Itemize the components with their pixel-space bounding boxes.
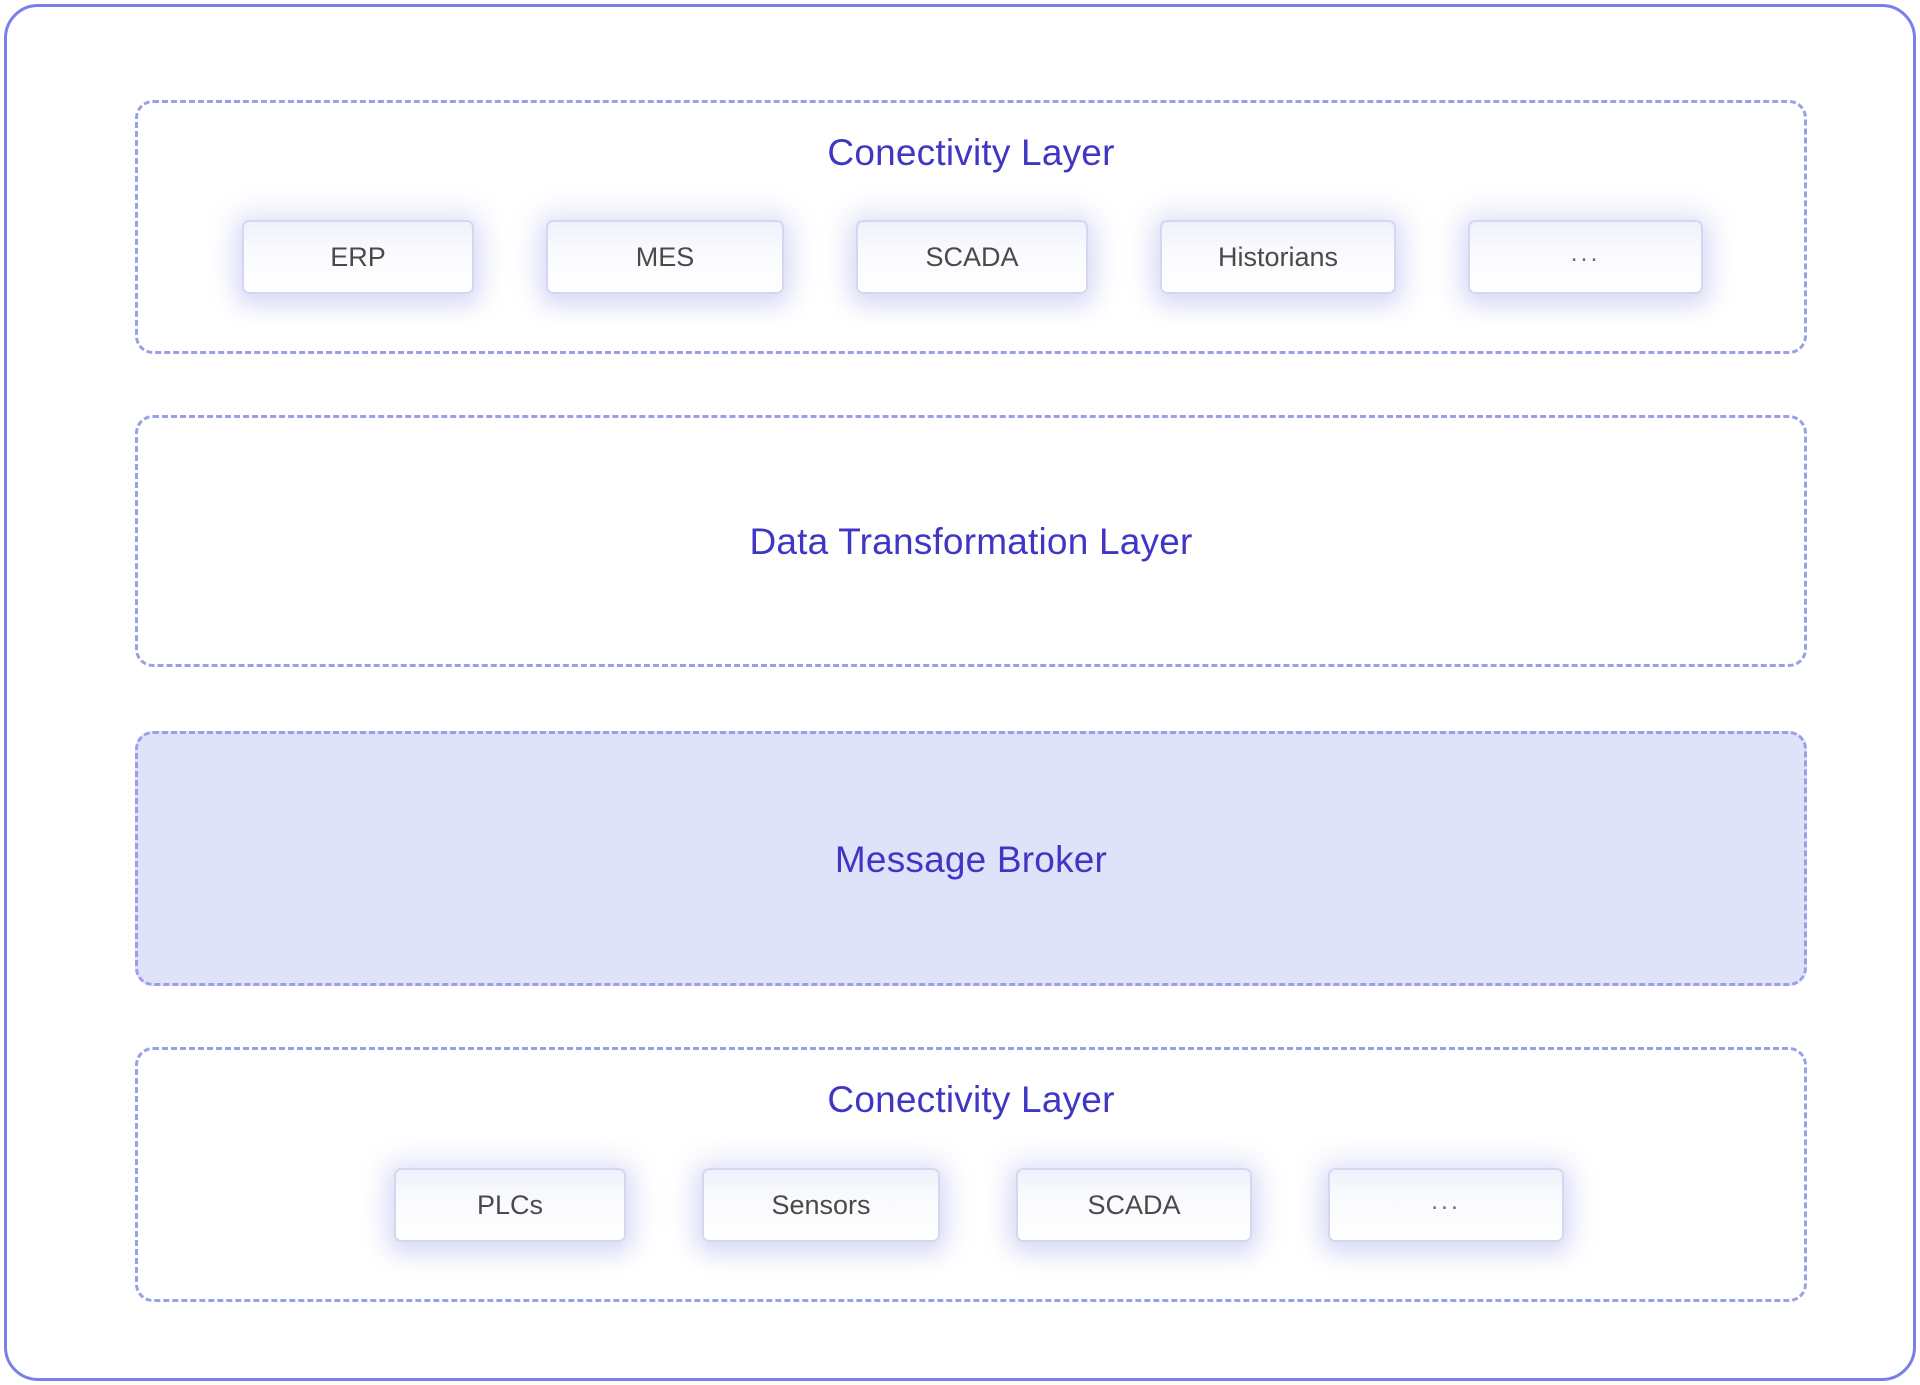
layer-title-message-broker: Message Broker bbox=[834, 839, 1108, 880]
node-historians[interactable]: Historians bbox=[1160, 220, 1396, 294]
layer-title-connectivity-bottom: Conectivity Layer bbox=[827, 1079, 1115, 1120]
node-label-sensors: Sensors bbox=[771, 1189, 871, 1220]
node-label-erp: ERP bbox=[330, 241, 386, 272]
layer-connectivity-top: Conectivity Layer ERP MES SCADA Historia… bbox=[135, 100, 1807, 354]
node-label-more-top: ... bbox=[1570, 238, 1601, 267]
outer-frame: Conectivity Layer ERP MES SCADA Historia… bbox=[4, 4, 1916, 1381]
layer-title-connectivity-top: Conectivity Layer bbox=[827, 132, 1115, 173]
node-more-top[interactable]: ... bbox=[1468, 220, 1703, 294]
node-scada-top[interactable]: SCADA bbox=[856, 220, 1088, 294]
layer-title-data-transformation: Data Transformation Layer bbox=[749, 521, 1193, 562]
node-label-scada-bottom: SCADA bbox=[1087, 1189, 1181, 1220]
layer-data-transformation: Data Transformation Layer bbox=[135, 415, 1807, 667]
node-label-more-bottom: ... bbox=[1431, 1186, 1461, 1215]
node-label-plcs: PLCs bbox=[476, 1189, 544, 1220]
node-mes[interactable]: MES bbox=[546, 220, 784, 294]
layer-connectivity-bottom: Conectivity Layer PLCs Sensors SCADA ... bbox=[135, 1047, 1807, 1302]
node-row-connectivity-bottom: PLCs Sensors SCADA ... bbox=[394, 1168, 1564, 1242]
node-label-scada-top: SCADA bbox=[925, 241, 1019, 272]
node-more-bottom[interactable]: ... bbox=[1328, 1168, 1564, 1242]
node-label-mes: MES bbox=[635, 241, 695, 272]
node-scada-bottom[interactable]: SCADA bbox=[1016, 1168, 1252, 1242]
node-erp[interactable]: ERP bbox=[242, 220, 474, 294]
node-sensors[interactable]: Sensors bbox=[702, 1168, 940, 1242]
layer-message-broker: Message Broker bbox=[135, 731, 1807, 986]
node-row-connectivity-top: ERP MES SCADA Historians ... bbox=[242, 220, 1703, 294]
node-label-historians: Historians bbox=[1217, 241, 1339, 272]
node-plcs[interactable]: PLCs bbox=[394, 1168, 626, 1242]
